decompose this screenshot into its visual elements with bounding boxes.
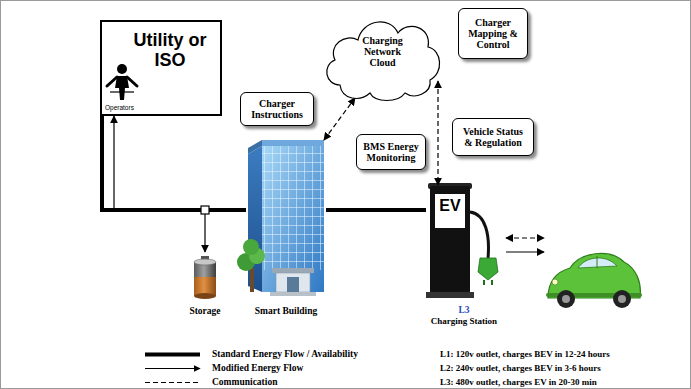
operator-desk xyxy=(110,91,134,92)
charging-pump-icon xyxy=(426,183,498,298)
car-wheel xyxy=(613,290,631,308)
cloud-shape: Charging Network Cloud xyxy=(320,5,445,105)
communication-arrow xyxy=(437,81,438,185)
building-side xyxy=(248,146,262,292)
legend-sample xyxy=(145,363,201,374)
modified-energy-arrow xyxy=(114,116,205,252)
tree-trunk xyxy=(250,268,254,292)
charger-level-note: L1: 120v outlet, charges BEV in 12-24 ho… xyxy=(440,349,610,360)
callout-label: Charger Mapping & Control xyxy=(465,17,521,50)
car-illustration xyxy=(546,253,642,308)
operator-body xyxy=(115,76,129,100)
legend-sample xyxy=(145,377,201,388)
operator-arms xyxy=(107,77,137,86)
legend-text: Communication xyxy=(212,377,277,388)
cloud-label: Charging Network Cloud xyxy=(355,35,411,68)
car-hub xyxy=(562,295,570,303)
plug-prongs xyxy=(484,280,492,285)
tree-foliage xyxy=(243,239,259,255)
pump-base xyxy=(426,292,474,298)
car-hub xyxy=(618,295,626,303)
vehicle-energy-arrow xyxy=(506,251,544,252)
building-label: Smart Building xyxy=(246,306,326,317)
communication-arrow xyxy=(324,98,355,140)
operator-head xyxy=(117,64,127,74)
storage-node: Storage xyxy=(185,252,225,317)
utility-title: Utility or ISO xyxy=(120,30,220,70)
legend-sample xyxy=(145,349,201,360)
legend-text: Modified Energy Flow xyxy=(212,363,303,374)
callout-label: Charger Instructions xyxy=(246,98,308,120)
charger-level: L3 xyxy=(426,305,502,316)
building-roof-side xyxy=(248,140,262,154)
legend-line xyxy=(145,353,200,357)
battery-top xyxy=(194,259,216,265)
legend-item: Standard Energy Flow / Availability xyxy=(145,349,358,360)
energy-line xyxy=(102,116,246,210)
building-windows xyxy=(262,146,324,270)
pump-screen-text: EV xyxy=(430,197,470,215)
car-headlight xyxy=(552,279,558,285)
cloud-outline-path xyxy=(327,22,440,101)
callout-label: Vehicle Status & Regulation xyxy=(458,126,528,148)
operator-caption: Operators xyxy=(105,104,220,112)
charger-level-note: L2: 240v outlet, charges BEV in 3-6 hour… xyxy=(440,363,601,374)
pump-hose xyxy=(470,212,488,258)
legend-item: Communication xyxy=(145,377,277,388)
charger-level-note: L3: 480v outlet, charges EV in 20-30 min xyxy=(440,377,597,388)
building-node: Smart Building xyxy=(246,140,326,317)
utility-box: Utility or ISO Operators xyxy=(100,20,222,116)
building-steps xyxy=(270,292,316,296)
callout-box: Vehicle Status & Regulation xyxy=(452,118,534,156)
legend-text: Standard Energy Flow / Availability xyxy=(212,349,358,360)
vehicle-communication-arrow xyxy=(506,237,544,238)
building-canopy xyxy=(272,268,314,273)
callout-box: BMS Energy Monitoring xyxy=(356,134,426,170)
energy-line xyxy=(326,208,426,212)
building-door xyxy=(287,277,299,292)
callout-box: Charger Instructions xyxy=(240,92,314,126)
pump-plug xyxy=(478,258,498,280)
building-entrance xyxy=(276,273,310,292)
building-icon xyxy=(237,140,324,296)
car-wheel xyxy=(557,290,575,308)
building-front xyxy=(262,146,324,292)
legend-item: Modified Energy Flow xyxy=(145,363,303,374)
junction-box xyxy=(201,206,209,214)
callout-box: Charger Mapping & Control xyxy=(458,8,528,59)
operator-icon xyxy=(107,64,137,100)
pump-body xyxy=(430,186,470,294)
charging-station-node: EV L3Charging Station xyxy=(426,185,502,327)
car-pillar xyxy=(597,256,598,268)
storage-label: Storage xyxy=(185,306,225,317)
station-label: Charging Station xyxy=(426,316,502,327)
battery-bottom xyxy=(194,293,216,299)
callout-label: BMS Energy Monitoring xyxy=(361,141,421,163)
battery-icon xyxy=(194,256,216,299)
legend-line xyxy=(145,382,200,383)
building-roof xyxy=(262,140,324,146)
legend-line xyxy=(145,368,200,369)
